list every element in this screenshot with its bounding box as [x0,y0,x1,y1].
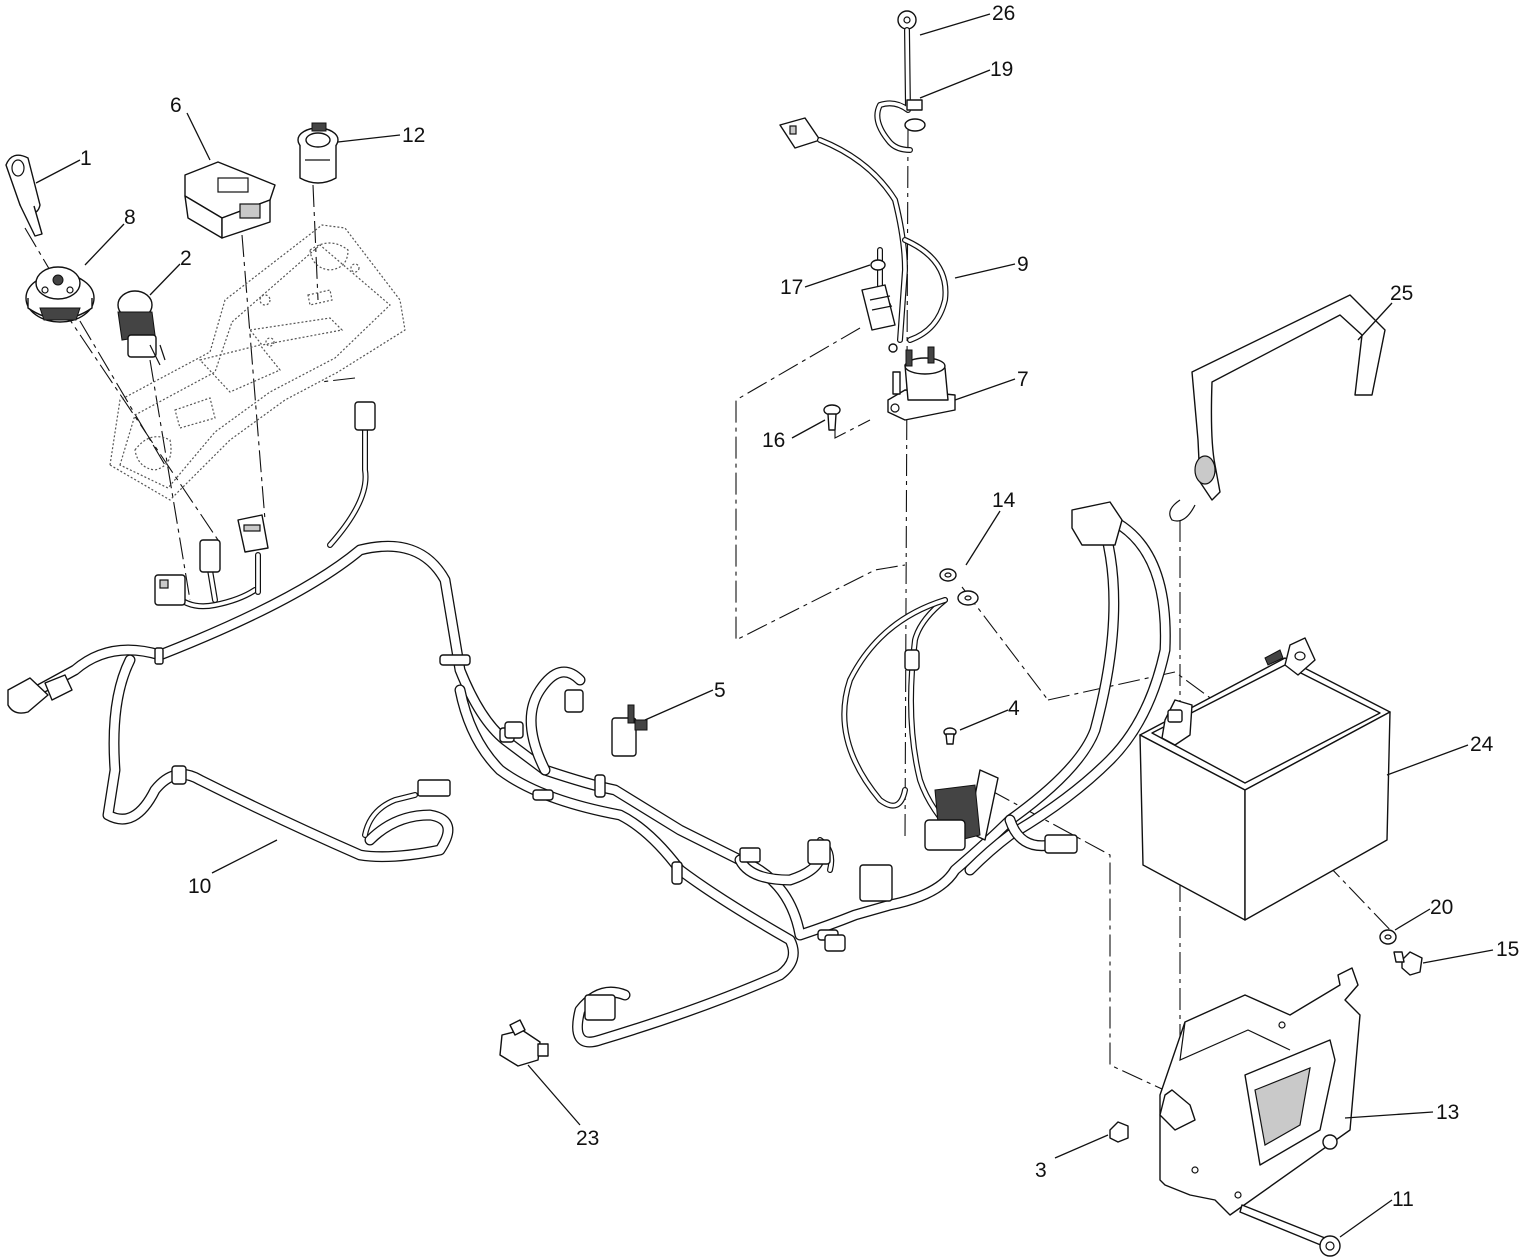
callout-12: 12 [402,124,425,147]
callout-10: 10 [188,875,211,898]
main-wire-harness [14,509,1171,1048]
screw-16 [823,404,841,431]
callout-labels: 1 2 3 4 5 6 7 8 9 10 11 12 13 14 15 16 1… [80,2,1519,1211]
callout-13: 13 [1436,1101,1459,1124]
callout-6: 6 [170,94,182,117]
callout-14: 14 [992,489,1016,512]
ring-terminal [957,590,979,606]
connector-5 [611,704,648,757]
connector-17 [861,259,896,331]
callout-24: 24 [1470,733,1494,756]
washer-20 [1379,929,1397,945]
callout-leader-lines [35,13,1494,1238]
solenoid-wire-harness [779,117,949,343]
battery [1139,637,1391,921]
callout-3: 3 [1035,1159,1047,1182]
callout-17: 17 [780,276,803,299]
callout-9: 9 [1017,253,1029,276]
washer-14 [939,568,957,582]
power-socket [297,122,339,184]
callout-11: 11 [1392,1188,1414,1211]
assembly-centerlines [24,129,1396,1100]
callout-20: 20 [1430,896,1453,919]
ignition-switch [25,266,95,323]
callout-2: 2 [180,247,192,270]
dash-panel-phantom [109,224,406,501]
relay-assembly [924,727,999,851]
callout-5: 5 [714,679,726,702]
ignition-key [5,154,43,237]
callout-26: 26 [992,2,1015,25]
battery-cable [874,10,917,153]
harness-connectors [7,401,1123,1021]
starter-solenoid [887,343,956,421]
callout-23: 23 [576,1127,599,1150]
callout-7: 7 [1017,368,1029,391]
battery-hold-down-strap [1169,294,1386,522]
callout-19: 19 [990,58,1013,81]
callout-25: 25 [1390,282,1413,305]
bolt-15 [1393,951,1423,976]
hour-meter [184,161,276,239]
callout-1: 1 [80,147,92,170]
bolt-11 [1239,1204,1341,1257]
nut-washer [904,99,926,132]
push-switch [117,290,166,366]
callout-15: 15 [1496,938,1519,961]
callout-16: 16 [762,429,785,452]
callout-8: 8 [124,206,136,229]
callout-4: 4 [1008,697,1020,720]
seat-switch [499,1019,549,1067]
nut-3 [1109,1121,1129,1143]
battery-tray-bracket [1159,967,1361,1216]
